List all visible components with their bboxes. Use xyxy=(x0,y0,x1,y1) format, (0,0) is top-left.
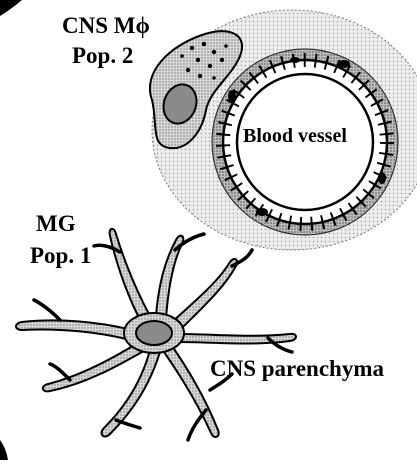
microglia-nucleus xyxy=(136,321,172,345)
label-cns-macrophage-line2: Pop. 2 xyxy=(72,44,133,67)
label-blood-vessel: Blood vessel xyxy=(243,126,347,146)
label-cns-parenchyma: CNS parenchyma xyxy=(210,357,384,380)
corner-fragment-bottom xyxy=(0,440,8,460)
label-microglia-line2: Pop. 1 xyxy=(30,244,91,267)
label-cns-macrophage-line1: CNS Mϕ xyxy=(62,14,150,37)
corner-fragment xyxy=(0,0,22,16)
label-microglia-line1: MG xyxy=(36,212,76,235)
